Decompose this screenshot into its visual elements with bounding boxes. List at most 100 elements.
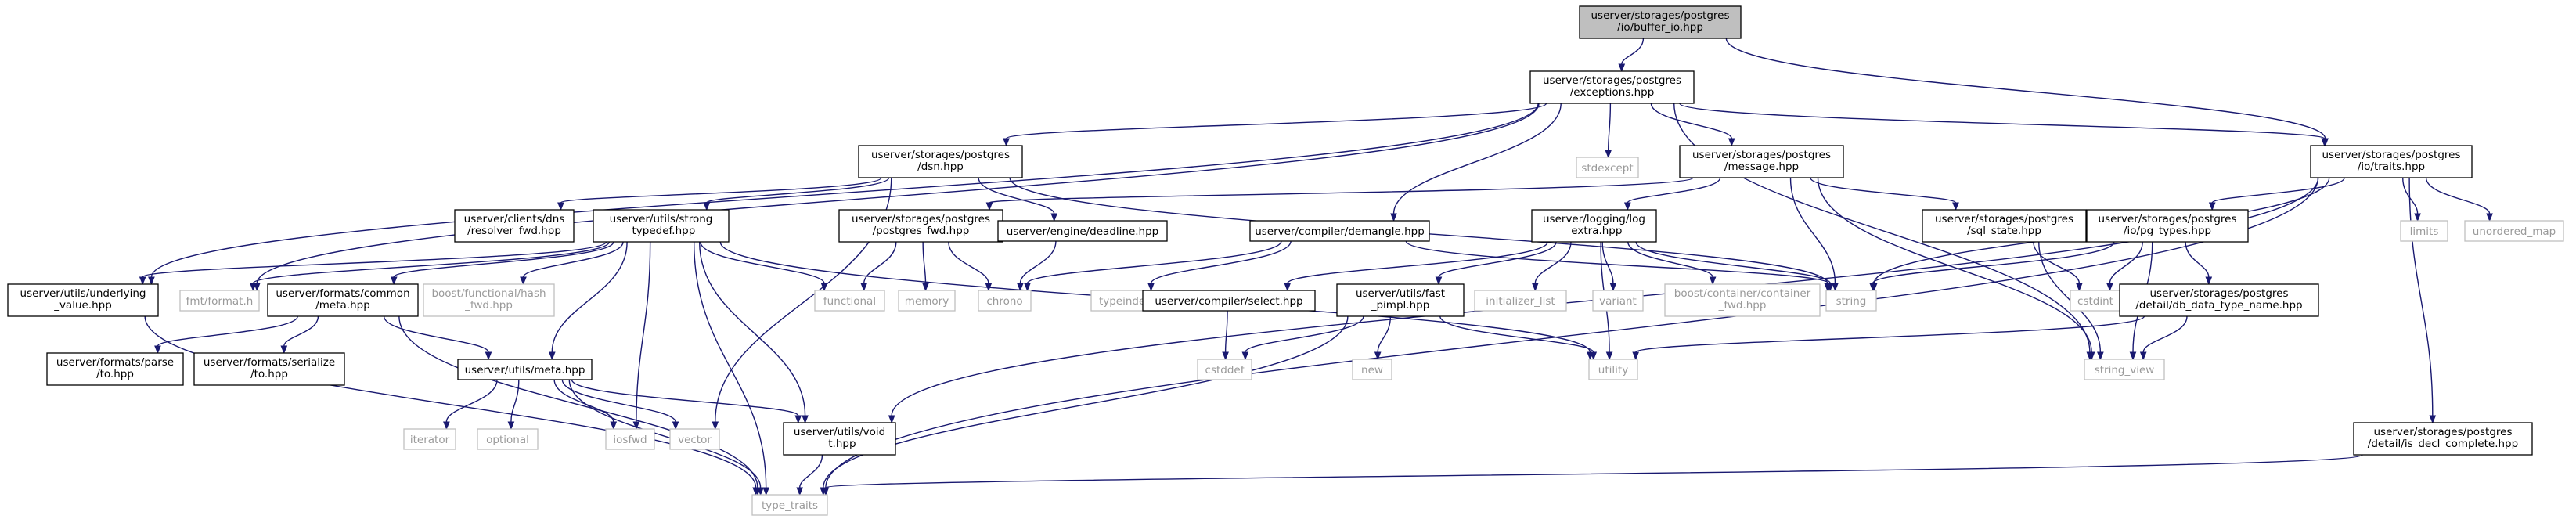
node-common_meta[interactable]: userver/formats/common/meta.hpp [267, 283, 419, 317]
node-box [193, 352, 345, 386]
node-pg_types[interactable]: userver/storages/postgres/io/pg_types.hp… [2086, 209, 2249, 243]
node-resolver_fwd[interactable]: userver/clients/dns/resolver_fwd.hpp [454, 209, 575, 243]
node-message[interactable]: userver/storages/postgres/message.hpp [1679, 145, 1844, 178]
node-box [1249, 220, 1430, 242]
node-label: /io/buffer_io.hpp [1617, 21, 1703, 34]
arrowhead-icon [1017, 283, 1024, 292]
node-select[interactable]: userver/compiler/select.hpp [1142, 290, 1316, 312]
arrowhead-icon [1952, 202, 1959, 211]
node-db_data_type_name[interactable]: userver/storages/postgres/detail/db_data… [2119, 283, 2319, 317]
node-chrono: chrono [978, 290, 1032, 312]
edge-common_meta-to-parse_to [157, 315, 298, 347]
node-strong_typedef[interactable]: userver/utils/strong_typedef.hpp [593, 209, 730, 243]
node-label: _typedef.hpp [626, 225, 696, 237]
node-box [1588, 359, 1638, 380]
edge-utils_meta-to-iterator [445, 379, 498, 423]
node-postgres_fwd[interactable]: userver/storages/postgres/postgres_fwd.h… [838, 209, 1003, 243]
edge-message-to-string_view [1817, 177, 2092, 353]
node-void_t[interactable]: userver/utils/void_t.hpp [783, 422, 896, 456]
arrowhead-icon [985, 202, 993, 211]
node-label: userver/storages/postgres [1591, 9, 1729, 22]
node-underlying[interactable]: userver/utils/underlying_value.hpp [7, 283, 159, 317]
node-label: /postgres_fwd.hpp [873, 225, 970, 237]
edge-io_traits-to-is_decl_complete [2408, 177, 2434, 416]
arrowhead-icon [443, 421, 450, 431]
arrowhead-icon [1623, 202, 1631, 211]
arrowhead-icon [1618, 63, 1626, 73]
node-memory: memory [898, 290, 956, 312]
node-demangle[interactable]: userver/compiler/demangle.hpp [1249, 220, 1430, 242]
node-box [457, 359, 593, 380]
node-box [2400, 220, 2448, 242]
node-limits: limits [2400, 220, 2448, 242]
node-box [858, 145, 1023, 178]
node-utils_meta[interactable]: userver/utils/meta.hpp [457, 359, 593, 380]
arrowhead-icon [672, 421, 679, 431]
node-box [2084, 359, 2165, 380]
node-serialize_to[interactable]: userver/formats/serialize/to.hpp [193, 352, 345, 386]
node-box [593, 209, 730, 243]
node-sql_state[interactable]: userver/storages/postgres/sql_state.hpp [1922, 209, 2087, 243]
edge-message-to-postgres_fwd [989, 177, 1694, 204]
edge-message-to-string [1789, 177, 1836, 284]
node-fast_pimpl[interactable]: userver/utils/fast_pimpl.hpp [1336, 283, 1465, 317]
arrowhead-icon [280, 345, 288, 355]
edge-strong_typedef-to-common_meta [393, 241, 614, 278]
node-label: iterator [410, 434, 450, 446]
arrowhead-icon [2429, 415, 2437, 424]
edge-pg_types-to-db_data_type_name [2185, 241, 2210, 278]
node-label: _fwd.hpp [1718, 299, 1767, 312]
node-label: utility [1598, 364, 1628, 377]
node-unordered_map: unordered_map [2464, 220, 2564, 242]
node-label: userver/storages/postgres [2098, 213, 2236, 225]
edge-postgres_fwd-to-chrono [948, 241, 989, 284]
node-io_traits[interactable]: userver/storages/postgres/io/traits.hpp [2310, 145, 2473, 178]
node-optional: optional [477, 428, 539, 450]
edge-utils_meta-to-void_t [571, 379, 799, 416]
node-container_fwd: boost/container/container_fwd.hpp [1664, 283, 1821, 317]
edge-deadline-to-chrono [1019, 240, 1057, 284]
arrowhead-icon [712, 421, 719, 431]
arrowhead-icon [820, 283, 828, 292]
node-type_traits: type_traits [751, 494, 828, 516]
edges-layer [139, 38, 2493, 496]
node-label: userver/storages/postgres [852, 213, 990, 225]
edge-common_meta-to-type_traits [398, 315, 758, 488]
arrowhead-icon [148, 276, 155, 286]
node-box [1576, 157, 1639, 178]
node-box [751, 494, 828, 516]
edge-strong_typedef-to-functional [700, 241, 825, 284]
node-dsn[interactable]: userver/storages/postgres/dsn.hpp [858, 145, 1023, 178]
node-box [267, 283, 419, 317]
node-label: /resolver_fwd.hpp [467, 225, 561, 237]
node-box [605, 428, 655, 450]
edge-log_extra-to-container_fwd [1627, 241, 1713, 278]
edge-pg_types-to-cstdint [2109, 241, 2143, 284]
node-string_view: string_view [2084, 359, 2165, 380]
edge-postgres_fwd-to-memory [922, 241, 927, 284]
arrowhead-icon [796, 487, 804, 496]
node-label: userver/utils/meta.hpp [465, 364, 585, 377]
arrowhead-icon [757, 487, 764, 496]
node-label: userver/storages/postgres [2149, 287, 2288, 300]
arrowhead-icon [1390, 213, 1397, 222]
edge-strong_typedef-to-boost_hash [522, 241, 624, 278]
node-label: userver/utils/void [794, 426, 885, 438]
edge-exceptions-to-io_traits [1679, 103, 2326, 139]
node-box [783, 422, 896, 456]
node-box [2464, 220, 2564, 242]
node-deadline[interactable]: userver/engine/deadline.hpp [997, 220, 1168, 242]
node-fmt_format: fmt/format.h [179, 290, 260, 312]
node-buffer_io[interactable]: userver/storages/postgres/io/buffer_io.h… [1579, 5, 1742, 39]
node-log_extra[interactable]: userver/logging/log_extra.hpp [1531, 209, 1657, 243]
arrowhead-icon [2205, 276, 2213, 286]
arrowhead-icon [2106, 283, 2113, 292]
node-parse_to[interactable]: userver/formats/parse/to.hpp [46, 352, 184, 386]
node-exceptions[interactable]: userver/storages/postgres/exceptions.hpp [1529, 70, 1695, 104]
edge-is_decl_complete-to-type_traits [825, 454, 2363, 488]
arrowhead-icon [2139, 351, 2147, 361]
node-label: userver/storages/postgres [2322, 149, 2460, 161]
arrowhead-icon [1590, 351, 1598, 361]
node-label: /dsn.hpp [917, 160, 964, 173]
node-is_decl_complete[interactable]: userver/storages/postgres/detail/is_decl… [2353, 422, 2533, 456]
